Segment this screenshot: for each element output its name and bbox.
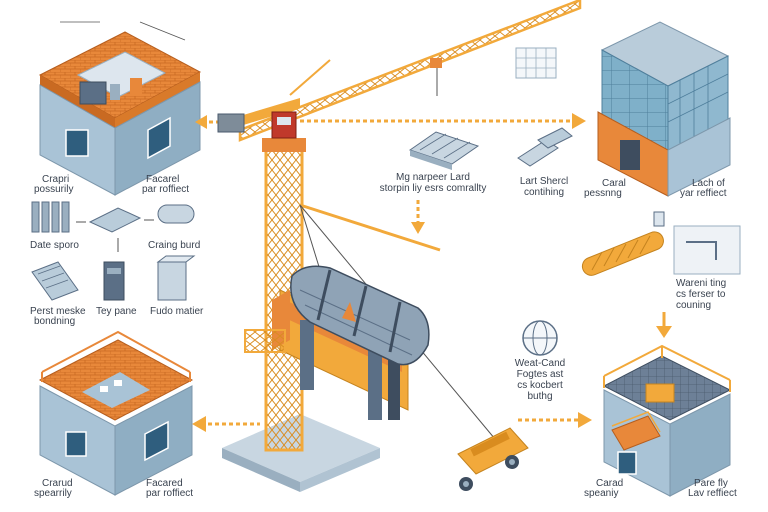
label-line: cs kocbert [517,380,563,391]
label-line: Perst meske [30,306,86,317]
arrow-down-right [656,312,672,338]
label-line: par roffiect [146,488,194,499]
label-line: Tey pane [96,306,137,317]
label-line: Fogtes ast [516,369,564,380]
label-line: possurily [34,184,74,195]
globe-icon [522,320,558,356]
roof-deck-icon [602,344,732,497]
label-line: Lart Shercl [519,176,569,187]
pipe-icon [157,204,195,224]
label-line: Facarel [146,174,180,185]
label-line: bondning [34,316,76,327]
label-line: Craing burd [148,240,201,251]
left-flow-row1 [31,201,195,252]
label-line: Mg narpeer Lard [396,172,470,183]
label-line: Pare fly [694,478,728,489]
right-middle-pipe [581,211,741,276]
label-right-lower: Weat-Cand Fogtes ast cs kocbert buthg [500,358,580,402]
arrow-down-center [411,200,425,234]
label-line: Wareni ting [676,278,727,289]
label-center-top: Mg narpeer Lard storpin liy esrs comrall… [362,172,504,194]
center-top-panel [408,131,480,170]
label-line: Crapri [42,174,70,185]
arrow-left-bottom [192,416,260,432]
label-right-middle: Wareni ting cs ferser to couning [676,278,726,311]
label-line: yar reffiect [680,188,727,199]
label-line: buthg [527,391,553,402]
label-line: couning [676,300,712,311]
label-line: spearrily [34,488,72,499]
label-line: speaniy [584,488,619,499]
label-line: Caral [602,178,626,189]
label-line: storpin liy esrs comrallty [379,183,487,194]
arrow-right-top [300,113,586,129]
label-line: par roffiect [142,184,190,195]
label-line: pessnng [584,188,622,199]
machine-icon [79,81,107,105]
label-line: Date sporo [30,240,79,251]
label-line: Facared [146,478,183,489]
label-line: Crarud [42,478,73,489]
label-line: Carad [596,478,624,489]
label-line: Weat-Cand [514,358,566,369]
top-left-module [38,21,202,196]
label-line: Fudo matier [150,306,204,317]
arrow-right-bottom [518,412,592,428]
center-prefab-module [244,265,430,420]
glass-building-icon [597,21,731,197]
left-flow-row2 [31,255,196,301]
label-line: Lav reffiect [688,488,737,499]
label-center-top-right: Lart Shercl contihing [506,176,582,198]
truck-icon [457,427,529,491]
bottom-left-module [38,330,194,496]
center-top-right-panels [515,47,573,167]
label-line: contihing [523,187,565,198]
label-line: Lach of [692,178,725,189]
label-line: cs ferser to [676,289,726,300]
